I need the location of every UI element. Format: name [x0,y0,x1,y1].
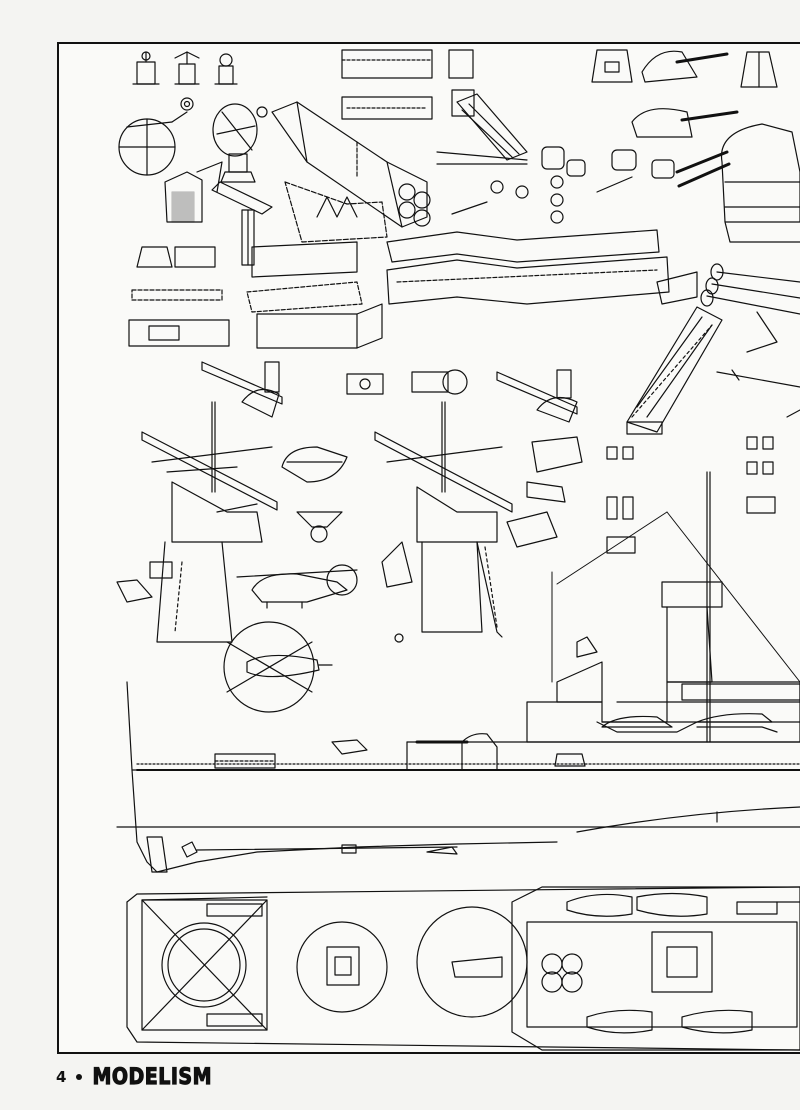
missile-launcher-box [271,101,431,228]
rotor-hub [296,511,343,543]
gun-turret-parts [591,49,800,243]
antenna-parts-row [132,51,238,111]
deck-fitting-base [284,181,388,243]
page-footer: 4 MODELISM [56,1064,212,1090]
page-number: 4 [56,1068,67,1086]
ship-profile [116,471,800,873]
radar-housing [346,369,468,395]
radar-pedestal [164,161,223,223]
lifeboat-dinghy [281,446,348,483]
main-mast [141,401,278,643]
bullet-dot [76,1074,83,1080]
small-fittings [451,146,675,224]
yard-arm-2 [496,369,578,423]
after-mast [374,401,513,638]
magazine-logo: MODELISM [92,1064,213,1090]
ship-plan-drawing [116,49,800,1051]
ship-plan-view [126,886,800,1051]
missile-on-rail [716,369,800,418]
stand-mount [211,181,273,266]
helicopter-side [236,564,358,609]
right-parts [394,436,776,643]
torpedo-tubes [656,263,800,353]
deck-plates-mid [128,229,670,349]
fire-control-radar [212,103,268,183]
crane [626,306,723,435]
helicopter-top [223,621,333,713]
deck-plates-top [341,49,475,120]
yard-arm-1 [201,361,283,418]
radar-dish [118,111,188,176]
rocket-rack [436,93,528,165]
drawing-frame [57,42,800,1054]
vent-cowl [116,541,413,603]
